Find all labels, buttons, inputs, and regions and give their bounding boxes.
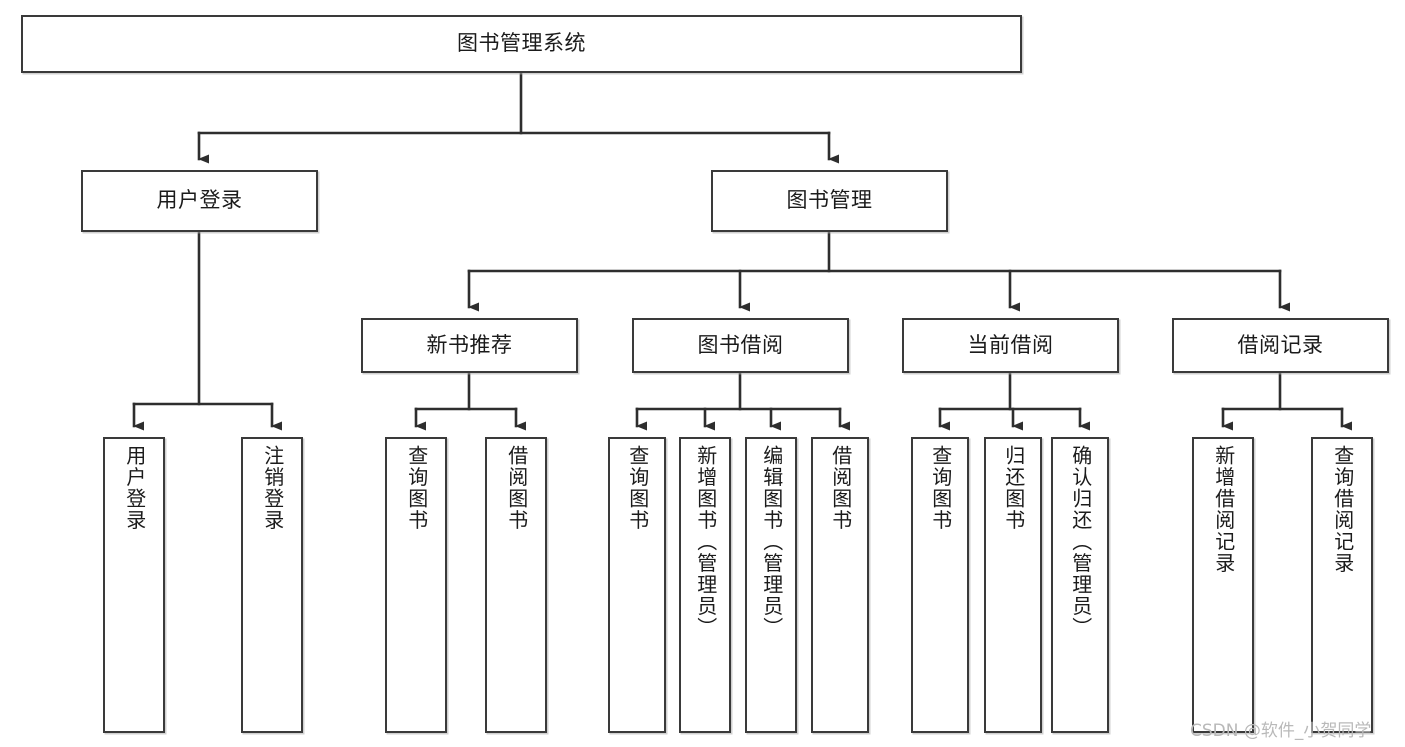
node-leaf-cb-confirm[interactable]: 确认归还（管理员） bbox=[1051, 437, 1109, 733]
edge-layer bbox=[132, 71, 1352, 431]
node-label: 借阅记录 bbox=[1237, 332, 1324, 357]
node-borrow-record[interactable]: 借阅记录 bbox=[1172, 318, 1389, 373]
node-label: 当前借阅 bbox=[967, 332, 1054, 357]
node-label: 确认归还（管理员） bbox=[1068, 445, 1093, 639]
node-book-borrow[interactable]: 图书借阅 bbox=[632, 318, 849, 373]
node-label: 查询借阅记录 bbox=[1330, 445, 1355, 574]
node-leaf-bb-edit[interactable]: 编辑图书（管理员） bbox=[745, 437, 797, 733]
node-leaf-rec-borrow[interactable]: 借阅图书 bbox=[485, 437, 547, 733]
node-leaf-user-login[interactable]: 用户登录 bbox=[103, 437, 165, 733]
node-leaf-br-add[interactable]: 新增借阅记录 bbox=[1192, 437, 1254, 733]
watermark-text: CSDN @软件_小贺同学 bbox=[1190, 721, 1372, 741]
node-label: 用户登录 bbox=[156, 188, 243, 213]
node-book-manage[interactable]: 图书管理 bbox=[711, 170, 948, 232]
node-label: 新增图书（管理员） bbox=[693, 445, 718, 639]
node-label: 图书管理 bbox=[786, 188, 873, 213]
node-leaf-bb-borrow[interactable]: 借阅图书 bbox=[811, 437, 869, 733]
node-leaf-br-query[interactable]: 查询借阅记录 bbox=[1311, 437, 1373, 733]
node-label: 图书管理系统 bbox=[457, 31, 586, 56]
node-label: 查询图书 bbox=[404, 445, 429, 531]
node-new-book-rec[interactable]: 新书推荐 bbox=[361, 318, 578, 373]
node-current-borrow[interactable]: 当前借阅 bbox=[902, 318, 1119, 373]
node-leaf-cb-return[interactable]: 归还图书 bbox=[984, 437, 1042, 733]
node-root[interactable]: 图书管理系统 bbox=[21, 15, 1022, 73]
node-label: 注销登录 bbox=[260, 445, 285, 531]
node-label: 编辑图书（管理员） bbox=[759, 445, 784, 639]
node-label: 借阅图书 bbox=[504, 445, 529, 531]
node-label: 借阅图书 bbox=[828, 445, 853, 531]
node-user-login[interactable]: 用户登录 bbox=[81, 170, 318, 232]
node-label: 新书推荐 bbox=[426, 332, 513, 357]
node-label: 查询图书 bbox=[928, 445, 953, 531]
node-label: 归还图书 bbox=[1001, 445, 1026, 531]
node-label: 查询图书 bbox=[625, 445, 650, 531]
node-leaf-user-logout[interactable]: 注销登录 bbox=[241, 437, 303, 733]
node-label: 图书借阅 bbox=[697, 332, 784, 357]
node-leaf-rec-query[interactable]: 查询图书 bbox=[385, 437, 447, 733]
node-leaf-cb-query[interactable]: 查询图书 bbox=[911, 437, 969, 733]
node-leaf-bb-query[interactable]: 查询图书 bbox=[608, 437, 666, 733]
node-leaf-bb-add[interactable]: 新增图书（管理员） bbox=[679, 437, 731, 733]
node-label: 新增借阅记录 bbox=[1211, 445, 1236, 574]
node-label: 用户登录 bbox=[122, 445, 147, 531]
